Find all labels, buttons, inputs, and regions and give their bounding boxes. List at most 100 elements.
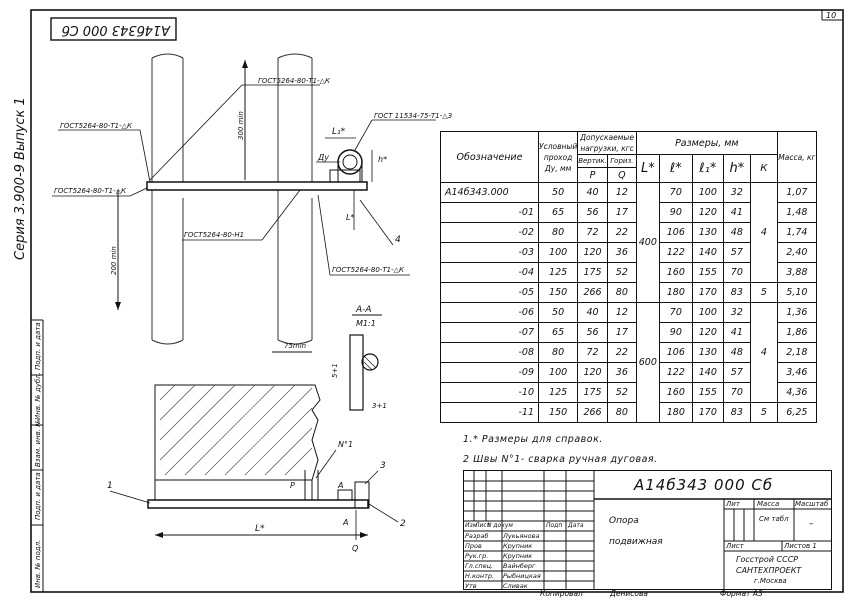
table-cell: 180 [658, 402, 693, 423]
table-cell: 32 [722, 302, 751, 323]
table-cell: 600 [635, 302, 660, 423]
doc-number: А14б343 000 Сб [634, 476, 774, 494]
header-loads: Допускаемые нагрузки, кгс [577, 131, 637, 155]
label-3: 3+1 [372, 402, 387, 410]
table-cell: 12 [606, 302, 637, 323]
label-P: P [290, 481, 295, 490]
scale-value: – [809, 519, 814, 529]
table-cell: 106 [658, 342, 693, 363]
callout-gost-center: ГОСТ5264-80-Н1 [184, 231, 244, 239]
copied-label: Копировал [540, 589, 583, 598]
table-cell: 155 [691, 262, 724, 283]
table-cell: 175 [577, 262, 608, 283]
table-cell: 1,48 [776, 202, 817, 223]
series-label: Серия 3.900-9 Выпуск 1 [13, 97, 28, 260]
name-line2: подвижная [609, 537, 663, 547]
mass-label: Масса [757, 500, 780, 508]
table-cell: 120 [577, 242, 608, 263]
org-3: г.Москва [754, 577, 787, 585]
table-cell: -04 [440, 262, 539, 283]
table-cell: 36 [606, 242, 637, 263]
table-cell: 130 [691, 222, 724, 243]
strip-label: Подп. и дата [34, 322, 42, 370]
table-cell: 150 [537, 282, 579, 303]
table-cell: 90 [658, 322, 693, 343]
table-cell: 266 [577, 282, 608, 303]
header-K: К [749, 154, 778, 183]
table-cell: 48 [722, 342, 751, 363]
label-L-bottom: L* [255, 524, 265, 534]
table-cell: 57 [722, 362, 751, 383]
table-cell: -05 [440, 282, 539, 303]
table-cell: 41 [722, 202, 751, 223]
format-label: Формат А3 [720, 589, 763, 598]
table-cell: -10 [440, 382, 539, 403]
table-cell: 1,07 [776, 182, 817, 203]
table-cell: 5 [749, 282, 778, 303]
table-cell: 150 [537, 402, 579, 423]
hatch [159, 384, 313, 476]
table-cell: 3,46 [776, 362, 817, 383]
header-P: P [577, 167, 608, 183]
header-mass: Масса, кг [776, 131, 817, 183]
table-cell: 120 [691, 202, 724, 223]
header-L: L* [635, 154, 660, 183]
callout-gost-left-mid: ГОСТ5264-80-Т1-△К [54, 187, 127, 195]
table-cell: 12 [606, 182, 637, 203]
table-cell: 50 [537, 182, 579, 203]
table-cell: 4,36 [776, 382, 817, 403]
label-h: h* [378, 155, 387, 164]
table-cell: 1,74 [776, 222, 817, 243]
note-1: 1.* Размеры для справок. [463, 434, 603, 445]
sheets-label: Листов 1 [784, 542, 817, 550]
table-cell: 48 [722, 222, 751, 243]
mass-value: См табл [759, 515, 789, 523]
table-cell: 52 [606, 262, 637, 283]
table-cell: -02 [440, 222, 539, 243]
table-cell: 70 [722, 262, 751, 283]
table-cell: 80 [537, 222, 579, 243]
label-2: 2 [400, 519, 406, 529]
table-cell: А14б343.000 [440, 182, 539, 203]
header-l: ℓ* [658, 154, 693, 183]
header-vertical: Вертик. [577, 154, 608, 168]
table-cell: -09 [440, 362, 539, 383]
org-2: САНТЕХПРОЕКТ [736, 566, 802, 575]
strip-label: Взам. инв. № [34, 419, 42, 467]
strip-label: Инв. № подл. [34, 540, 42, 588]
role-label: Гл.спец. [465, 562, 494, 570]
table-cell: 65 [537, 322, 579, 343]
role-name: Крупник [503, 542, 533, 550]
label-A1: А [337, 481, 343, 490]
dim-75: 75min [284, 342, 306, 350]
section-scale: М1:1 [356, 319, 376, 328]
table-cell: 3,88 [776, 262, 817, 283]
table-cell: 40 [577, 302, 608, 323]
col-izm: Изм [465, 522, 478, 529]
callout-gost-bottom-right: ГОСТ5264-80-Т1-△К [332, 266, 405, 274]
table-cell: 57 [722, 242, 751, 263]
callout-gost-left-top: ГОСТ5264-80-Т1-△К [60, 122, 133, 130]
table-cell: 130 [691, 342, 724, 363]
label-Q: Q [352, 544, 358, 553]
header-Q: Q [606, 167, 637, 183]
role-label: Пров [465, 542, 482, 550]
label-3b: 3 [380, 461, 386, 471]
table-cell: 72 [577, 342, 608, 363]
table-cell: 36 [606, 362, 637, 383]
table-cell: 1,36 [776, 302, 817, 323]
table-cell: 170 [691, 282, 724, 303]
table-cell: 122 [658, 242, 693, 263]
header-horizontal: Гориз. [606, 154, 637, 168]
table-cell: 4 [749, 182, 778, 283]
table-cell: 100 [691, 302, 724, 323]
role-label: Утв [465, 582, 477, 590]
table-cell: 80 [606, 282, 637, 303]
